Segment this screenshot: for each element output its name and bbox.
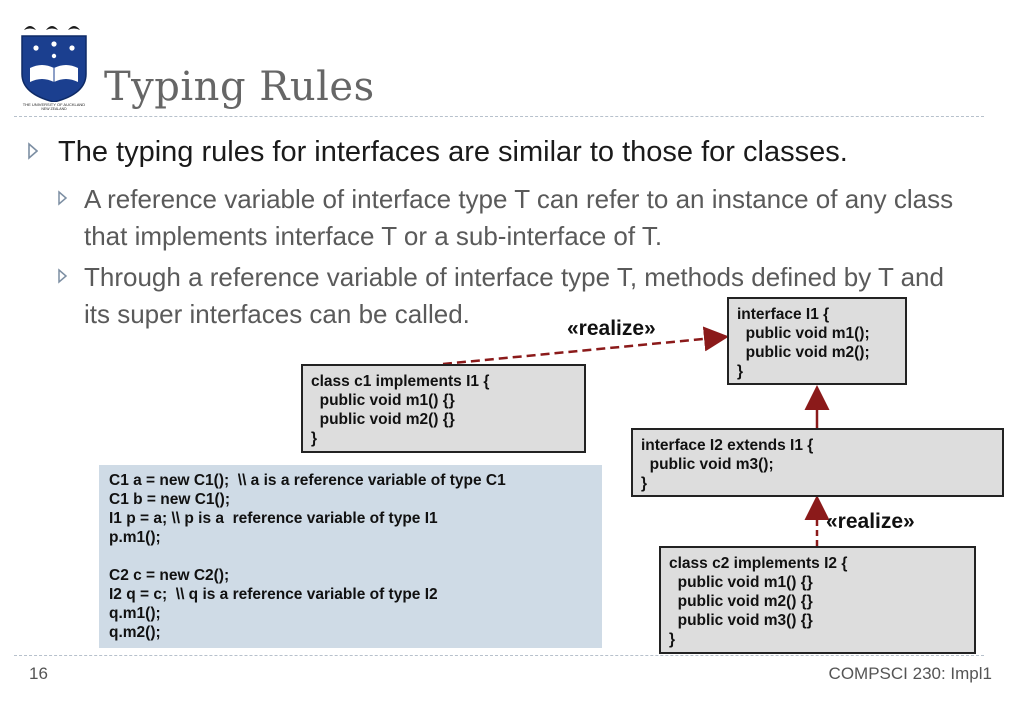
sub-bullet-reference-variable: A reference variable of interface type T… [84, 184, 954, 251]
realize-label-c1: «realize» [567, 317, 656, 340]
class-c1-code: class c1 implements I1 { public void m1(… [311, 373, 490, 447]
realize-label-c2: «realize» [826, 510, 915, 533]
sub-bullet-methods-called: Through a reference variable of interfac… [84, 262, 944, 329]
bullet-arrow-icon [28, 142, 38, 160]
title-divider [14, 116, 984, 117]
interface-i1-box: interface I1 { public void m1(); public … [727, 297, 907, 385]
interface-i2-code: interface I2 extends I1 { public void m3… [641, 437, 814, 492]
svg-text:NEW ZEALAND: NEW ZEALAND [41, 107, 67, 110]
interface-i1-code: interface I1 { public void m1(); public … [737, 306, 870, 380]
sub-bullet-arrow-icon [58, 268, 68, 284]
code-example-text: C1 a = new C1(); \\ a is a reference var… [109, 472, 506, 641]
crest-birds [24, 26, 80, 30]
course-footer: COMPSCI 230: Impl1 [828, 664, 992, 683]
slide-title: Typing Rules [104, 64, 375, 110]
footer-divider [14, 655, 984, 656]
sub-bullet-arrow-icon [58, 190, 68, 206]
class-c2-box: class c2 implements I2 { public void m1(… [659, 546, 976, 654]
crest-stars [33, 41, 75, 59]
bullet-interfaces-typing: The typing rules for interfaces are simi… [58, 136, 848, 168]
class-c2-code: class c2 implements I2 { public void m1(… [669, 555, 848, 648]
interface-i2-box: interface I2 extends I1 { public void m3… [631, 428, 1004, 497]
university-crest-logo: THE UNIVERSITY OF AUCKLAND NEW ZEALAND [14, 22, 94, 110]
page-number: 16 [29, 664, 48, 683]
class-c1-box: class c1 implements I1 { public void m1(… [301, 364, 586, 453]
realize-arrow-c1-to-i1 [442, 326, 729, 366]
code-example-panel: C1 a = new C1(); \\ a is a reference var… [99, 465, 602, 648]
svg-text:THE UNIVERSITY OF AUCKLAND: THE UNIVERSITY OF AUCKLAND [23, 102, 85, 107]
